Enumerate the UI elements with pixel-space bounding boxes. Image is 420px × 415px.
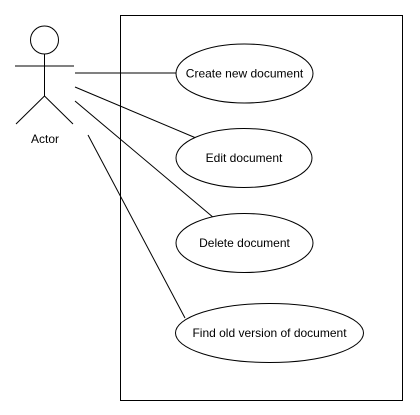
actor-head (30, 25, 59, 55)
use-case-label: Edit document (206, 151, 283, 165)
association-line-delete (74, 100, 215, 219)
use-case-ellipse (175, 128, 313, 188)
actor-right-leg (44, 95, 74, 125)
use-case-ellipse (175, 43, 314, 104)
use-case-edit-document[interactable]: Edit document (175, 128, 313, 188)
use-case-label: Delete document (199, 236, 290, 250)
system-boundary (120, 15, 403, 401)
use-case-delete-document[interactable]: Delete document (175, 213, 314, 273)
use-case-label: Create new document (186, 67, 304, 81)
use-case-label: Find old version of document (192, 326, 347, 340)
use-case-find-old-version[interactable]: Find old version of document (175, 303, 364, 363)
actor-left-leg (15, 95, 45, 125)
use-case-ellipse (175, 303, 364, 363)
association-line-find (87, 134, 186, 319)
use-case-ellipse (175, 213, 314, 273)
actor-figure[interactable] (15, 25, 74, 125)
use-case-create-new-document[interactable]: Create new document (175, 43, 314, 104)
association-line-edit (74, 86, 197, 139)
actor-label: Actor (31, 132, 59, 146)
